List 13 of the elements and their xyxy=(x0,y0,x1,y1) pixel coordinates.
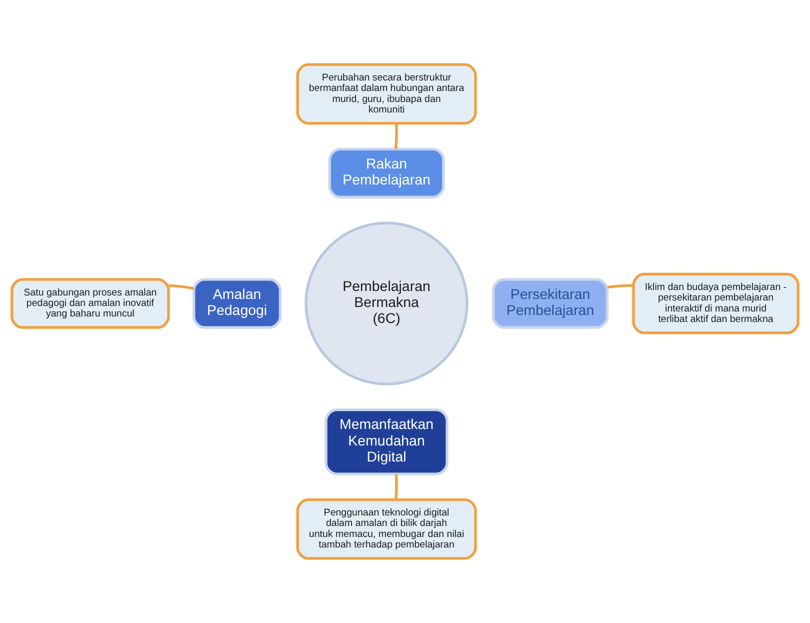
node-box: Iklim dan budaya pembelajaran - persekitaran pembelajaran interaktif di mana murid terlibat aktif dan bermakna xyxy=(632,272,800,334)
node-box: Amalan Pedagogi xyxy=(192,278,282,329)
node-box: Perubahan secara berstruktur bermanfaat dalam hubungan antara murid, guru, ibubapa dan komuniti xyxy=(296,63,477,125)
node-box: Penggunaan teknologi digital dalam amalan di bilik darjah untuk memacu, membugar dan nilai tambah terhadap pembelajaran xyxy=(296,498,477,560)
connector xyxy=(168,284,194,290)
connector xyxy=(394,474,398,500)
node-box: Memanfaatkan Kemudahan Digital xyxy=(324,408,448,476)
connector xyxy=(394,124,398,150)
node-box: Rakan Pembelajaran xyxy=(328,148,445,198)
node-circle: Pembelajaran Bermakna (6C) xyxy=(304,222,468,386)
node-box: Persekitaran Pembelajaran xyxy=(492,278,609,329)
connector xyxy=(607,284,634,289)
node-box: Satu gabungan proses amalan pedagogi dan amalan inovatif yang baharu muncul xyxy=(10,278,170,329)
